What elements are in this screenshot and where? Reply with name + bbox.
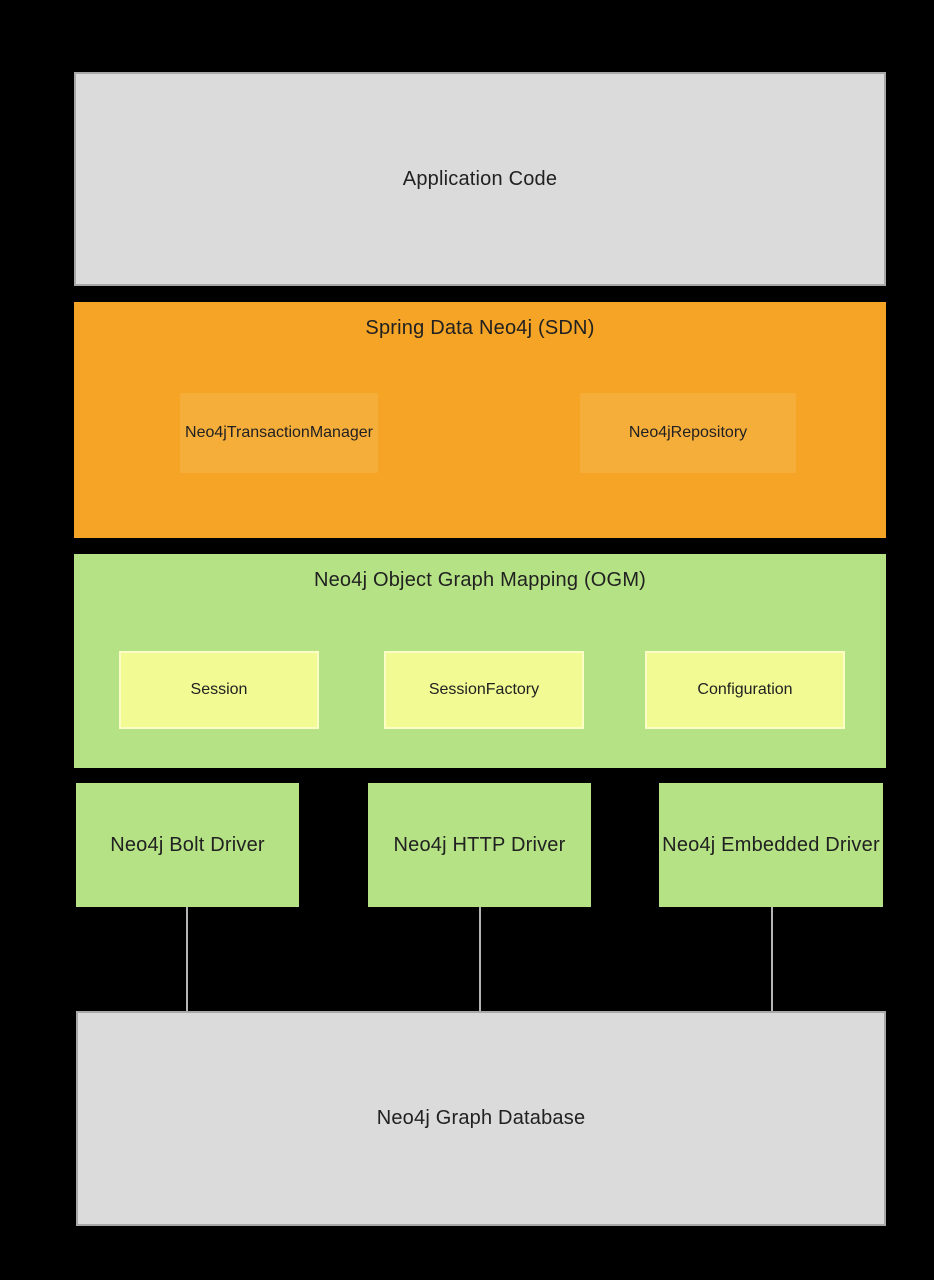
configuration-label: Configuration [697,681,793,698]
application-code-label: Application Code [402,167,558,190]
session-label: Session [190,681,248,698]
embedded-driver-connector-line [771,907,773,1012]
neo4j-bolt-driver-label: Neo4j Bolt Driver [110,833,265,856]
http-driver-connector-line [479,907,481,1012]
sdn-title: Spring Data Neo4j (SDN) [365,317,595,339]
neo4j-repository-label: Neo4jRepository [628,424,748,441]
graph-database-box: Neo4j Graph Database [76,1011,886,1226]
configuration-box: Configuration [645,651,845,729]
session-factory-label: SessionFactory [428,681,540,698]
neo4j-http-driver-box: Neo4j HTTP Driver [368,783,591,907]
session-factory-box: SessionFactory [384,651,584,729]
neo4j-embedded-driver-box: Neo4j Embedded Driver [659,783,883,907]
neo4j-repository-box: Neo4jRepository [580,393,796,473]
session-box: Session [119,651,319,729]
neo4j-transaction-manager-label: Neo4jTransactionManager [185,424,373,441]
ogm-title: Neo4j Object Graph Mapping (OGM) [313,569,647,591]
application-code-box: Application Code [74,72,886,286]
neo4j-transaction-manager-box: Neo4jTransactionManager [180,393,378,473]
neo4j-http-driver-label: Neo4j HTTP Driver [393,833,566,856]
graph-database-label: Neo4j Graph Database [376,1107,586,1129]
ogm-box: Neo4j Object Graph Mapping (OGM) Session… [74,554,886,768]
sdn-box: Spring Data Neo4j (SDN) Neo4jTransaction… [74,302,886,538]
neo4j-bolt-driver-box: Neo4j Bolt Driver [76,783,299,907]
bolt-driver-connector-line [186,907,188,1012]
neo4j-embedded-driver-label: Neo4j Embedded Driver [662,833,880,856]
